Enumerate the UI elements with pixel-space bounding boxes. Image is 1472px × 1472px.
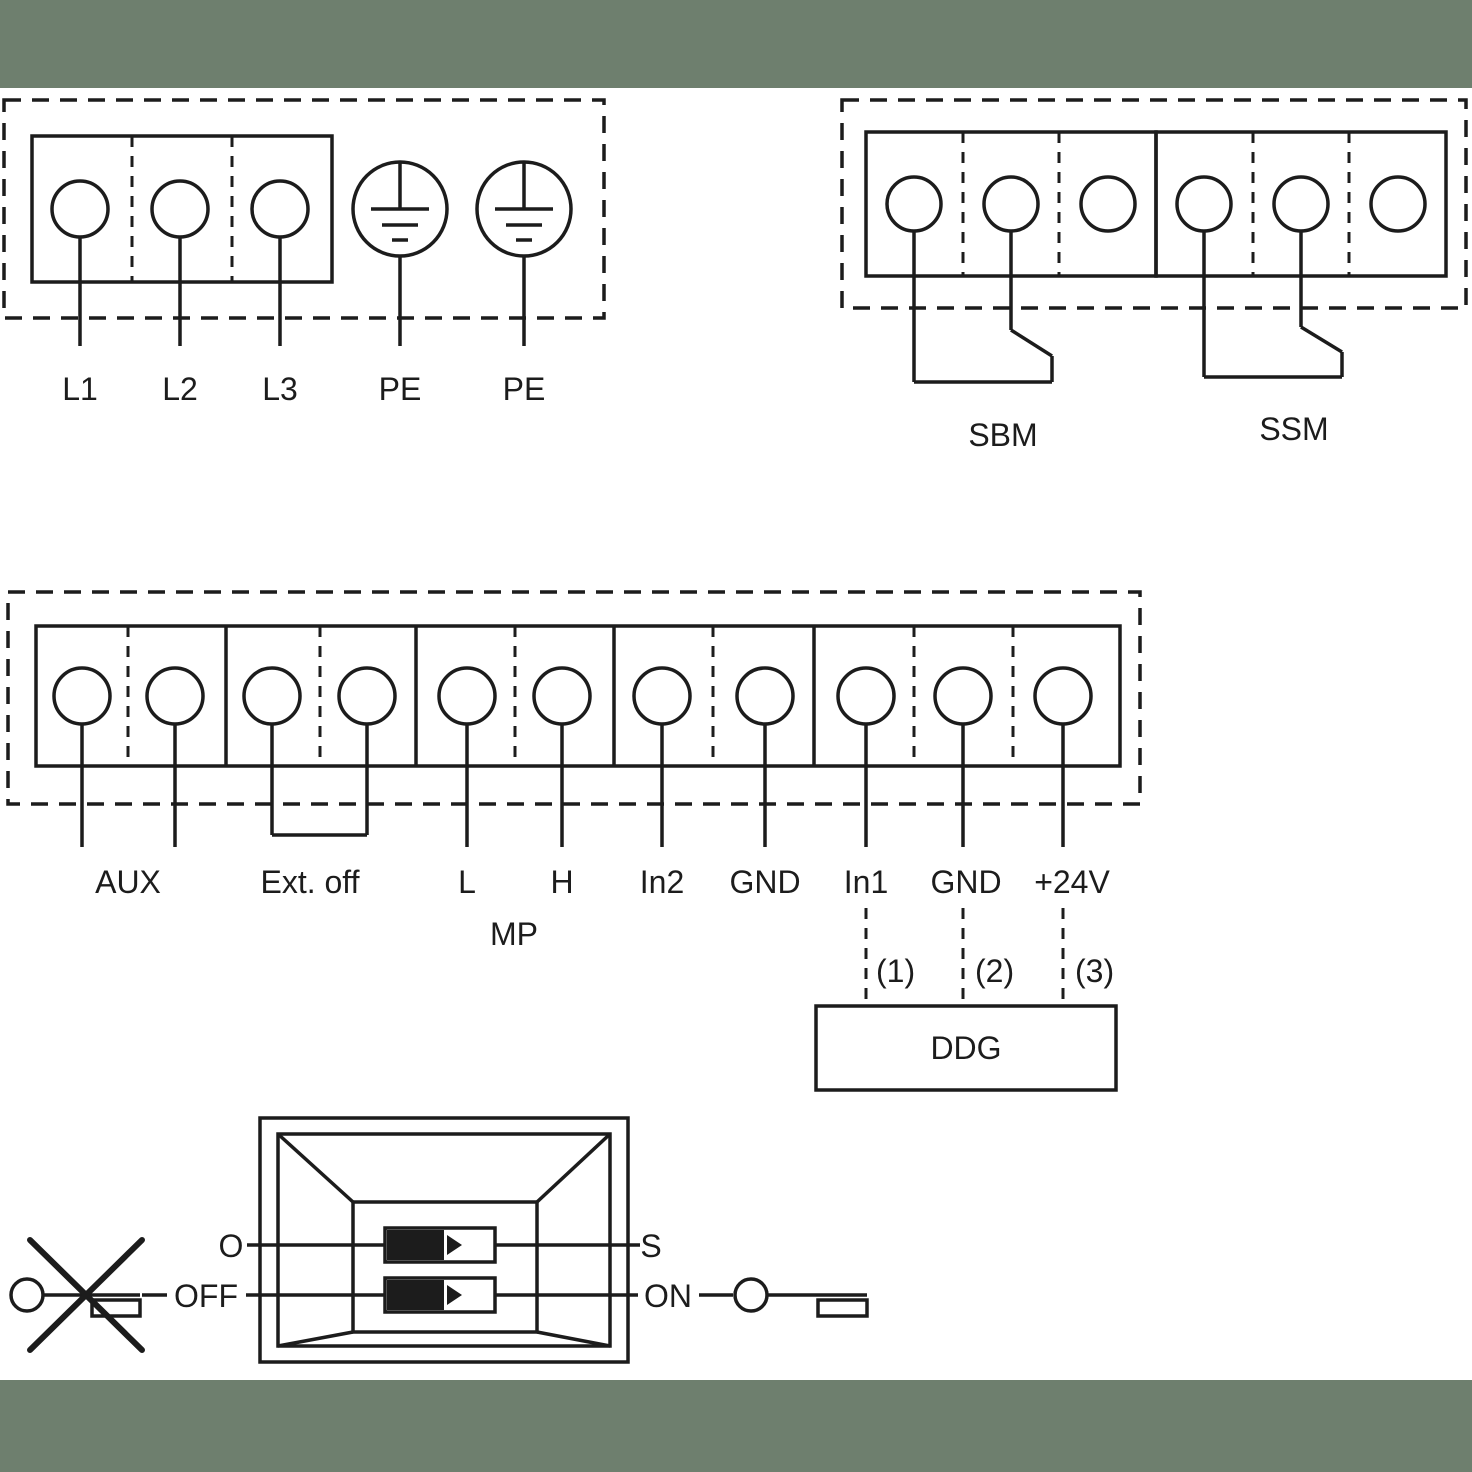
label-l: L — [458, 864, 476, 900]
label-l3: L3 — [262, 371, 298, 407]
label-pe-1: PE — [379, 371, 422, 407]
terminal-sbm-3 — [1079, 175, 1137, 233]
label-gnd-1: GND — [729, 864, 800, 900]
label-h: H — [550, 864, 573, 900]
forbidden-key-icon — [9, 1237, 145, 1353]
mains-wires — [78, 237, 282, 346]
dip-inner-housing — [276, 1132, 612, 1348]
label-sbm: SBM — [968, 417, 1037, 453]
label-mp: MP — [490, 916, 538, 952]
label-l2: L2 — [162, 371, 198, 407]
label-pe-2: PE — [503, 371, 546, 407]
control-dashed-enclosure — [6, 590, 1142, 806]
dip-bevel-lines — [276, 1132, 612, 1348]
control-terminal-strip — [34, 624, 1122, 768]
ddg-sensor-block: (1) (2) (3) DDG — [814, 908, 1118, 1092]
label-ddg: DDG — [930, 1030, 1001, 1066]
key-icon — [733, 1277, 869, 1318]
label-on: ON — [644, 1278, 692, 1314]
control-terminal-block: AUX Ext. off L H In2 GND In1 GND +24V MP — [6, 590, 1142, 952]
dip-switch-block: O S OFF ON — [9, 1116, 869, 1364]
pe-terminal-2 — [475, 160, 573, 346]
label-gnd-2: GND — [930, 864, 1001, 900]
label-off: OFF — [174, 1278, 238, 1314]
label-l1: L1 — [62, 371, 98, 407]
dip-recess — [351, 1200, 539, 1334]
dip-leader-lines — [142, 1243, 733, 1297]
pe-terminal-1 — [351, 160, 449, 346]
dip-outer-housing — [258, 1116, 630, 1364]
label-s: S — [640, 1228, 661, 1264]
label-pin-1: (1) — [876, 953, 915, 989]
label-o: O — [219, 1228, 244, 1264]
mains-dashed-enclosure — [2, 98, 606, 320]
label-in1: In1 — [844, 864, 888, 900]
dip-switch-1 — [383, 1226, 497, 1264]
label-pin-2: (2) — [975, 953, 1014, 989]
ddg-box — [814, 1004, 1118, 1092]
relay-dashed-enclosure — [840, 98, 1468, 310]
sbm-contact-wiring — [912, 231, 1054, 384]
ssm-contact-wiring — [1202, 231, 1344, 379]
control-wires — [80, 724, 1065, 847]
label-24v: +24V — [1034, 864, 1110, 900]
mains-terminal-block: L1 L2 L3 PE PE — [2, 98, 606, 407]
bottom-band — [0, 1380, 1472, 1472]
label-ssm: SSM — [1259, 411, 1328, 447]
label-in2: In2 — [640, 864, 684, 900]
mains-terminal-strip — [30, 134, 334, 284]
label-aux: AUX — [95, 864, 161, 900]
ext-off-jumper — [270, 724, 369, 837]
relay-terminal-block: SBM SSM — [840, 98, 1468, 453]
label-pin-3: (3) — [1075, 953, 1114, 989]
terminal-ssm-3 — [1369, 175, 1427, 233]
top-band — [0, 0, 1472, 88]
label-extoff: Ext. off — [260, 864, 359, 900]
